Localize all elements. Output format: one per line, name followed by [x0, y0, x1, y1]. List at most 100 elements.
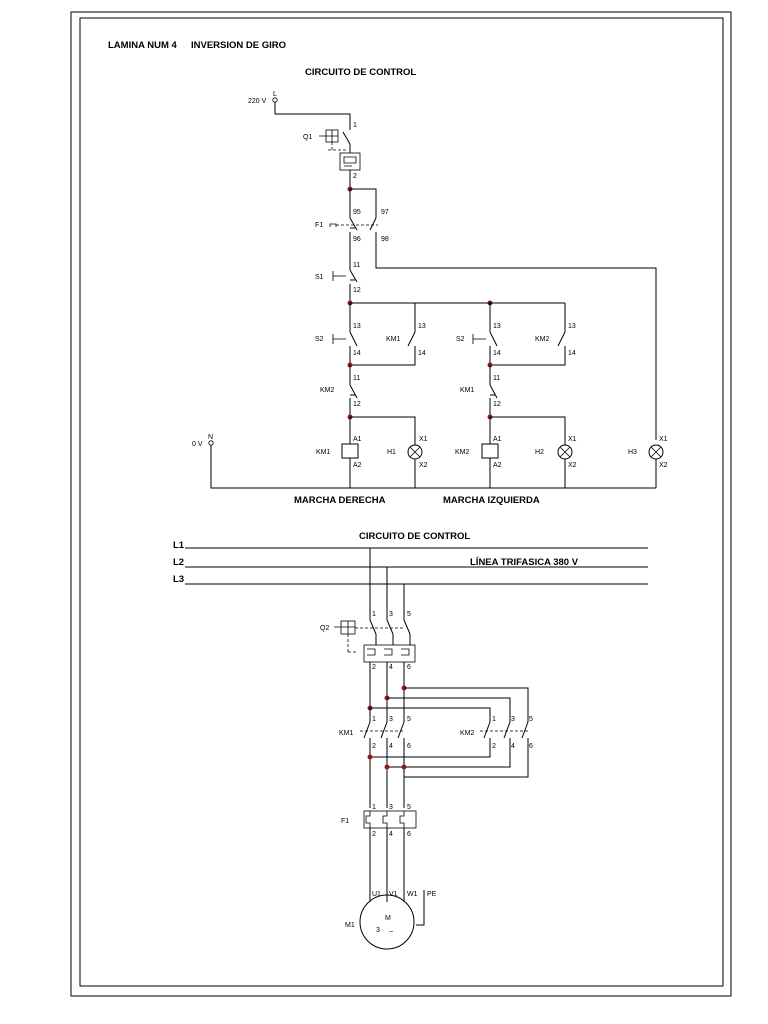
- control-circuit: L 220 V Q1 1 2 F1 95 96 97 98: [192, 91, 668, 506]
- q1-tag: Q1: [303, 134, 312, 141]
- neutral-voltage: 0 V: [192, 441, 203, 448]
- phase-terminal-label: L: [273, 91, 277, 98]
- f1p-in-1: 1: [372, 804, 376, 811]
- km1-coil-a2: A2: [353, 462, 362, 469]
- line-l3-label: L3: [173, 574, 184, 585]
- q2-in-3: 3: [389, 611, 393, 618]
- s2-left-out: 14: [493, 350, 501, 357]
- f1p-in-3: 3: [389, 804, 393, 811]
- km1-seal-out: 14: [418, 350, 426, 357]
- h1-tag: H1: [387, 449, 396, 456]
- h1-x1: X1: [419, 436, 428, 443]
- h2-x2: X2: [568, 462, 577, 469]
- outer-frame: [70, 11, 732, 997]
- line-l2-label: L2: [173, 557, 184, 568]
- h3-x1: X1: [659, 436, 668, 443]
- q2-out-4: 4: [389, 664, 393, 671]
- f1-no-out: 98: [381, 236, 389, 243]
- km1-in-1: 1: [372, 716, 376, 723]
- km2-main-tag: KM2: [460, 730, 475, 737]
- km2-main-contacts: KM2 1 3 5 2 4 6: [370, 716, 533, 778]
- phase-terminal: [272, 97, 278, 103]
- km2-seal-tag: KM2: [535, 336, 550, 343]
- branch-marcha-izquierda: S2 13 14 KM2 13 14 KM1 11 12 KM2 A1 A2 H…: [455, 323, 577, 488]
- f1p-out-2: 2: [372, 831, 376, 838]
- power-circuit: CIRCUITO DE CONTROL L1 L2 L3 LÍNEA TRIFA…: [173, 531, 648, 950]
- f1-power-tag: F1: [341, 818, 349, 825]
- branch-marcha-derecha: S2 13 14 KM1 13 14 KM2 11 12 KM1 A1 A2 H…: [315, 303, 428, 488]
- inner-frame: [79, 17, 724, 987]
- f1p-in-5: 5: [407, 804, 411, 811]
- q2-in-1: 1: [372, 611, 376, 618]
- s1-stop-button: S1 11 12: [315, 262, 361, 303]
- s2-left-in: 13: [493, 323, 501, 330]
- km1-main-contacts: KM1 1 3 5 2 4 6: [339, 708, 411, 808]
- q1-out: 2: [353, 173, 357, 180]
- h2-x1: X1: [568, 436, 577, 443]
- neutral-terminal-label: N: [208, 434, 213, 441]
- km2-coil-a2: A2: [493, 462, 502, 469]
- km1-out-6: 6: [407, 743, 411, 750]
- km2-interlock-out: 12: [353, 401, 361, 408]
- control-circuit-title: CIRCUITO DE CONTROL: [305, 67, 416, 78]
- sheet-title: INVERSION DE GIRO: [191, 40, 286, 51]
- f1p-out-6: 6: [407, 831, 411, 838]
- h3-x2: X2: [659, 462, 668, 469]
- junction-out-l2: [384, 764, 390, 770]
- motor-m-label: M: [385, 915, 391, 922]
- phase-voltage: 220 V: [248, 98, 267, 105]
- s1-tag: S1: [315, 274, 324, 281]
- q2-trip-block: [363, 644, 416, 663]
- junction-out-l3: [401, 764, 407, 770]
- s2-right-tag: S2: [315, 336, 324, 343]
- h2-tag: H2: [535, 449, 544, 456]
- f1-overload-contacts: F1 95 96 97 98: [315, 189, 657, 440]
- km1-out-4: 4: [389, 743, 393, 750]
- km2-coil-a1: A1: [493, 436, 502, 443]
- km2-interlock-tag: KM2: [320, 387, 335, 394]
- km2-seal-in: 13: [568, 323, 576, 330]
- junction-out-l1: [367, 754, 373, 760]
- km1-seal-in: 13: [418, 323, 426, 330]
- km1-out-2: 2: [372, 743, 376, 750]
- motor-pe: PE: [427, 891, 437, 898]
- km1-coil-a1: A1: [353, 436, 362, 443]
- f1-nc-out: 96: [353, 236, 361, 243]
- motor-phases: 3: [376, 927, 380, 934]
- q1-in: 1: [353, 122, 357, 129]
- km2-coil-tag: KM2: [455, 449, 470, 456]
- km2-in-1: 1: [492, 716, 496, 723]
- q1-breaker: Q1 1 2: [303, 122, 361, 189]
- km2-interlock-in: 11: [353, 375, 360, 382]
- h3-fault-lamp: H3 X1 X2: [628, 436, 668, 488]
- motor-u1: U1: [372, 891, 381, 898]
- km1-main-tag: KM1: [339, 730, 354, 737]
- caption-marcha-izquierda: MARCHA IZQUIERDA: [443, 495, 540, 506]
- q2-in-5: 5: [407, 611, 411, 618]
- motor-symbol: [359, 894, 415, 950]
- km1-interlock-tag: KM1: [460, 387, 475, 394]
- q2-tag: Q2: [320, 625, 329, 632]
- h1-x2: X2: [419, 462, 428, 469]
- power-circuit-title: CIRCUITO DE CONTROL: [359, 531, 470, 542]
- neutral-terminal: [208, 440, 214, 446]
- km2-coil: [481, 443, 499, 459]
- f1-relay-block: [363, 810, 417, 829]
- motor-w1: W1: [407, 891, 418, 898]
- line-caption: LÍNEA TRIFASICA 380 V: [470, 557, 579, 568]
- km1-seal-tag: KM1: [386, 336, 401, 343]
- s2-left-tag: S2: [456, 336, 465, 343]
- km2-in-3: 3: [511, 716, 515, 723]
- q2-breaker: Q2 1 3 5 2 4 6: [320, 611, 416, 671]
- line-l1-label: L1: [173, 540, 185, 551]
- caption-marcha-derecha: MARCHA DERECHA: [294, 495, 386, 506]
- km2-in-5: 5: [529, 716, 533, 723]
- motor-v1: V1: [389, 891, 398, 898]
- km1-interlock-in: 11: [493, 375, 500, 382]
- s1-out: 12: [353, 287, 361, 294]
- f1p-out-4: 4: [389, 831, 393, 838]
- motor-ac-symbol: ~: [389, 927, 394, 936]
- f1-thermal-relay: F1 1 3 5 2 4 6: [341, 804, 417, 902]
- f1-tag: F1: [315, 222, 323, 229]
